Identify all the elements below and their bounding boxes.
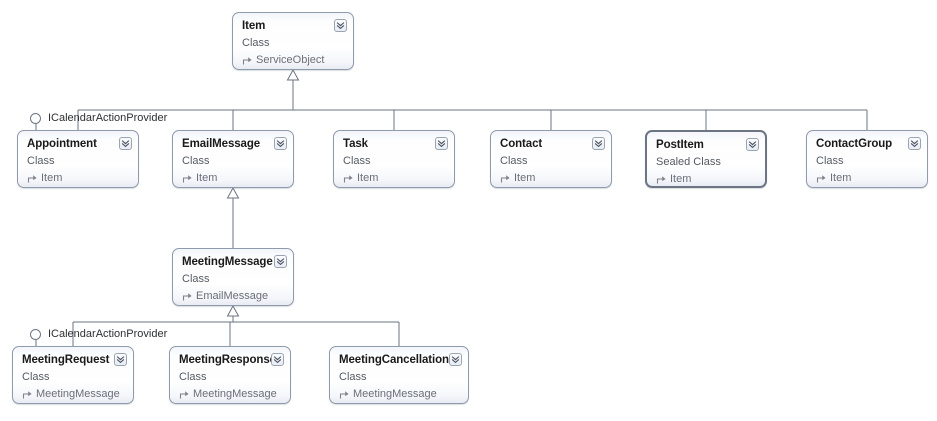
chevron-double-down-icon[interactable]: [274, 137, 287, 150]
base-class-arrow-icon: [816, 173, 827, 184]
base-class-arrow-icon: [343, 173, 354, 184]
class-name: EmailMessage: [182, 138, 261, 150]
base-class-name: Item: [514, 172, 536, 184]
class-box-appointment[interactable]: Appointment Class Item: [17, 130, 139, 188]
class-stereotype: Class: [242, 37, 270, 49]
base-class-name: MeetingMessage: [193, 388, 277, 400]
chevron-double-down-icon[interactable]: [271, 353, 284, 366]
interface-lollipop-appointment[interactable]: ICalendarActionProvider: [30, 110, 167, 126]
interface-socket-icon: [30, 112, 41, 124]
class-base: ServiceObject: [242, 54, 324, 67]
class-name: Appointment: [27, 138, 97, 150]
class-stereotype: Class: [182, 155, 210, 167]
class-name: MeetingCancellation: [339, 354, 449, 366]
base-class-arrow-icon: [179, 389, 190, 400]
class-box-contact[interactable]: Contact Class Item: [490, 130, 612, 188]
class-name: MeetingRequest: [22, 354, 110, 366]
chevron-double-down-icon[interactable]: [592, 137, 605, 150]
class-name: Contact: [500, 138, 543, 150]
class-base: Item: [182, 172, 217, 185]
base-class-name: Item: [196, 172, 218, 184]
chevron-double-down-icon[interactable]: [119, 137, 132, 150]
class-base: Item: [27, 172, 62, 185]
class-box-meetingrequest[interactable]: MeetingRequest Class MeetingMessage: [12, 346, 134, 404]
class-name: ContactGroup: [816, 138, 893, 150]
base-class-name: EmailMessage: [196, 290, 269, 302]
base-class-name: MeetingMessage: [36, 388, 120, 400]
arrowhead-emailmessage: [226, 186, 240, 199]
chevron-double-down-icon[interactable]: [449, 353, 462, 366]
class-box-task[interactable]: Task Class Item: [333, 130, 455, 188]
class-stereotype: Class: [179, 371, 207, 383]
base-class-arrow-icon: [22, 389, 33, 400]
class-box-postitem[interactable]: PostItem Sealed Class Item: [645, 130, 767, 188]
interface-label: ICalendarActionProvider: [48, 328, 168, 340]
class-stereotype: Sealed Class: [656, 156, 721, 168]
base-class-arrow-icon: [242, 55, 253, 66]
class-box-meetingcancellation[interactable]: MeetingCancellation Class MeetingMessage: [329, 346, 469, 404]
chevron-double-down-icon[interactable]: [114, 353, 127, 366]
base-class-arrow-icon: [27, 173, 38, 184]
base-class-name: Item: [41, 172, 63, 184]
class-stereotype: Class: [343, 155, 371, 167]
class-stereotype: Class: [816, 155, 844, 167]
class-base: Item: [656, 173, 691, 186]
class-name: MeetingMessage: [182, 256, 273, 268]
class-box-meetingmessage[interactable]: MeetingMessage Class EmailMessage: [172, 248, 294, 306]
class-base: Item: [500, 172, 535, 185]
class-name: PostItem: [656, 139, 704, 151]
class-stereotype: Class: [339, 371, 367, 383]
interface-socket-icon: [30, 328, 41, 340]
arrowhead-item: [286, 68, 300, 81]
chevron-double-down-icon[interactable]: [746, 138, 759, 151]
class-name: MeetingResponse: [179, 354, 276, 366]
base-class-arrow-icon: [656, 174, 667, 185]
base-class-name: MeetingMessage: [353, 388, 437, 400]
arrowhead-meetingmessage: [226, 304, 240, 317]
chevron-double-down-icon[interactable]: [334, 19, 347, 32]
base-class-arrow-icon: [339, 389, 350, 400]
class-box-item[interactable]: Item Class ServiceObject: [232, 12, 354, 70]
base-class-name: ServiceObject: [256, 54, 325, 66]
base-class-arrow-icon: [182, 173, 193, 184]
class-base: Item: [343, 172, 378, 185]
class-stereotype: Class: [22, 371, 50, 383]
class-box-contactgroup[interactable]: ContactGroup Class Item: [806, 130, 928, 188]
class-base: Item: [816, 172, 851, 185]
class-box-meetingresponse[interactable]: MeetingResponse Class MeetingMessage: [169, 346, 291, 404]
interface-lollipop-meetingrequest[interactable]: ICalendarActionProvider: [30, 326, 167, 342]
chevron-double-down-icon[interactable]: [274, 255, 287, 268]
class-base: MeetingMessage: [179, 388, 277, 401]
chevron-double-down-icon[interactable]: [435, 137, 448, 150]
base-class-arrow-icon: [182, 291, 193, 302]
base-class-name: Item: [357, 172, 379, 184]
class-base: EmailMessage: [182, 290, 268, 303]
class-base: MeetingMessage: [339, 388, 437, 401]
base-class-arrow-icon: [500, 173, 511, 184]
class-stereotype: Class: [182, 273, 210, 285]
base-class-name: Item: [670, 173, 692, 185]
class-box-emailmessage[interactable]: EmailMessage Class Item: [172, 130, 294, 188]
class-name: Task: [343, 138, 368, 150]
interface-label: ICalendarActionProvider: [48, 112, 168, 124]
class-name: Item: [242, 20, 266, 32]
class-stereotype: Class: [27, 155, 55, 167]
chevron-double-down-icon[interactable]: [908, 137, 921, 150]
base-class-name: Item: [830, 172, 852, 184]
class-stereotype: Class: [500, 155, 528, 167]
class-base: MeetingMessage: [22, 388, 120, 401]
